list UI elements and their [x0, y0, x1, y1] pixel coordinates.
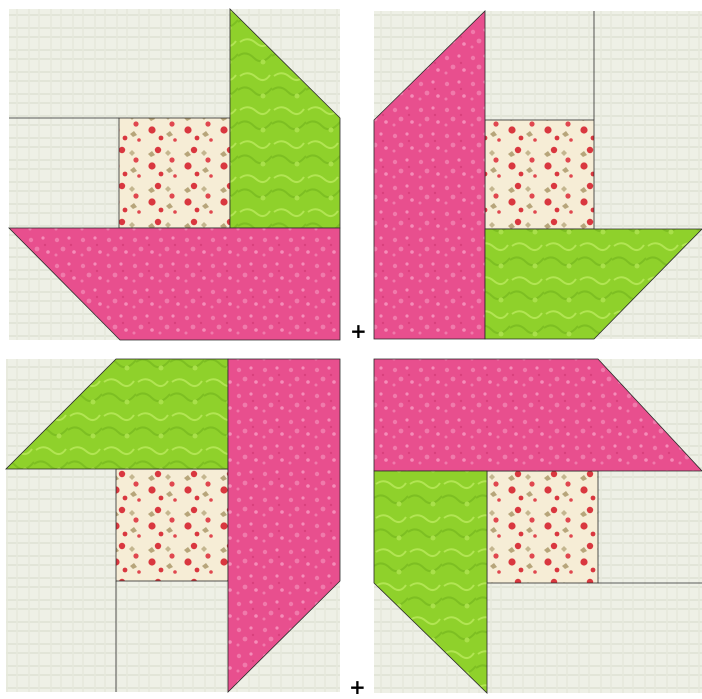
quilt-block-bottom-left [6, 359, 340, 692]
plus-sign-middle: + [350, 321, 367, 341]
plus-sign-bottom: + [349, 677, 366, 697]
floral-center-square [485, 120, 594, 229]
quilt-block-bottom-right [374, 359, 702, 693]
quilt-block-top-right [374, 11, 702, 339]
floral-center-square [487, 471, 598, 583]
floral-center-square [116, 469, 228, 581]
quilt-block-top-left [9, 9, 340, 340]
floral-center-square [119, 118, 230, 228]
